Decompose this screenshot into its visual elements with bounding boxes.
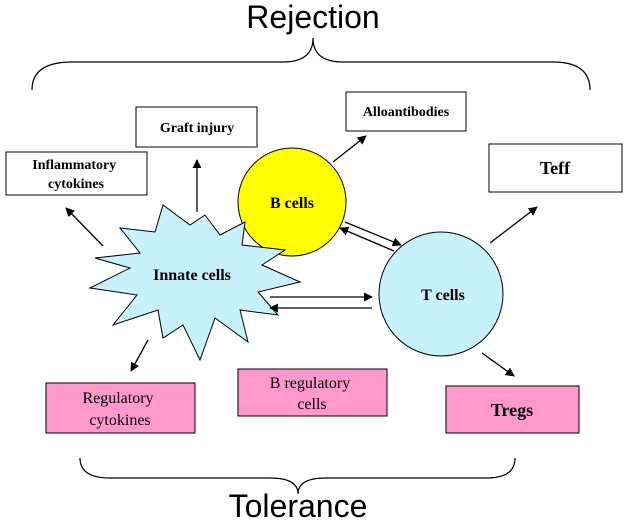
regulatory-cytokines-line1: Regulatory bbox=[82, 390, 153, 407]
arrow-to-tregs bbox=[481, 352, 515, 377]
arrow-to-regulatory-cytokines bbox=[130, 339, 149, 372]
regulatory-cytokines-line2: cytokines bbox=[89, 412, 150, 429]
inflammatory-cytokines-box: Inflammatory cytokines bbox=[5, 151, 148, 196]
teff-text: Teff bbox=[540, 158, 571, 178]
inflammatory-line1: Inflammatory bbox=[32, 158, 116, 173]
t-cells-text: T cells bbox=[421, 287, 465, 304]
b-regulatory-line1: B regulatory bbox=[270, 375, 350, 392]
tolerance-label: Tolerance bbox=[229, 488, 368, 521]
arrow-t-to-b bbox=[339, 227, 395, 252]
alloantibodies-box: Alloantibodies bbox=[345, 91, 467, 132]
b-regulatory-cells-box: B regulatory cells bbox=[237, 368, 388, 417]
tolerance-brace bbox=[79, 457, 516, 495]
regulatory-cytokines-box: Regulatory cytokines bbox=[45, 382, 196, 434]
svg-text:B regulatory cells: B regulatory cells bbox=[270, 375, 354, 413]
graft-injury-text: Graft injury bbox=[160, 121, 234, 136]
tregs-box: Tregs bbox=[445, 385, 580, 434]
teff-box: Teff bbox=[488, 143, 623, 193]
arrow-to-inflammatory bbox=[65, 207, 104, 247]
innate-cells-text: Innate cells bbox=[153, 267, 231, 284]
graft-injury-box: Graft injury bbox=[135, 106, 258, 148]
tregs-text: Tregs bbox=[491, 400, 533, 420]
arrow-to-alloantibodies bbox=[332, 135, 367, 163]
rejection-label: Rejection bbox=[246, 0, 379, 35]
alloantibodies-text: Alloantibodies bbox=[363, 105, 450, 120]
svg-text:Regulatory cytokines: Regulatory cytokines bbox=[82, 390, 157, 429]
arrow-to-teff bbox=[489, 206, 538, 244]
rejection-brace bbox=[31, 37, 591, 91]
b-cells-node: B cells bbox=[237, 147, 347, 257]
arrow-b-to-t bbox=[344, 221, 402, 247]
innate-cells-node: Innate cells bbox=[88, 204, 302, 362]
b-cells-text: B cells bbox=[270, 195, 314, 212]
svg-text:Inflammatory cytokines: Inflammatory cytokines bbox=[32, 158, 120, 192]
inflammatory-line2: cytokines bbox=[48, 177, 105, 192]
t-cells-node: T cells bbox=[378, 231, 504, 357]
b-regulatory-line2: cells bbox=[297, 396, 326, 413]
